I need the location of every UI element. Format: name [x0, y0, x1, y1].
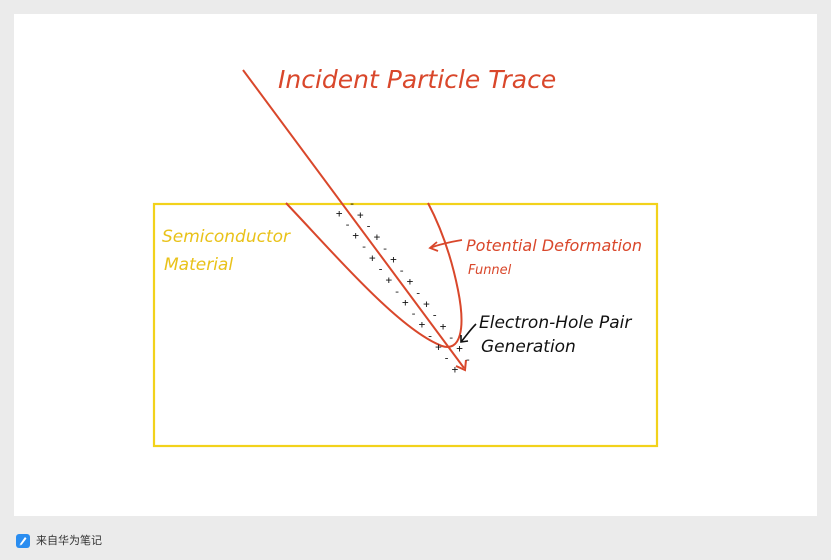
electron-mark: -	[410, 307, 417, 320]
semiconductor-box	[152, 202, 659, 448]
electron-mark: -	[443, 352, 450, 365]
trace-arrowhead	[455, 359, 467, 372]
funnel-curve	[285, 202, 463, 348]
hole-mark: +	[423, 298, 430, 311]
hole-mark: +	[336, 207, 343, 220]
electron-mark: -	[448, 331, 455, 344]
electron-mark: -	[365, 220, 372, 233]
funnel-label-line1: Potential Deformation	[466, 236, 642, 255]
electron-mark: -	[344, 218, 351, 231]
electron-mark: -	[427, 329, 434, 342]
material-label-line1: Semiconductor	[162, 227, 291, 247]
charge-marks: -++--++--++--++--++--++--++--+	[336, 197, 471, 376]
hole-mark: +	[407, 275, 414, 288]
footer-text: 来自华为笔记	[36, 534, 102, 547]
funnel-label-line2: Funnel	[468, 263, 512, 278]
hole-mark: +	[402, 296, 409, 309]
pair-pointer-arrow	[460, 323, 477, 343]
funnel-pointer-arrow	[429, 239, 463, 249]
hole-mark: +	[357, 208, 364, 221]
note-canvas	[14, 14, 817, 516]
hole-mark: +	[374, 231, 381, 244]
hole-mark: +	[440, 320, 447, 333]
electron-mark: -	[377, 263, 384, 276]
pair-pointer-arrowhead	[460, 335, 469, 343]
hole-mark: +	[352, 229, 359, 242]
hole-mark: +	[435, 341, 442, 354]
hole-mark: +	[419, 318, 426, 331]
material-label-line2: Material	[164, 255, 233, 275]
hole-mark: +	[456, 342, 463, 355]
hole-mark: +	[386, 274, 393, 287]
electron-mark: -	[465, 353, 472, 366]
diagram-title: Incident Particle Trace	[278, 65, 556, 94]
funnel-pointer-arrowhead	[428, 241, 439, 252]
huawei-notes-icon	[16, 533, 30, 548]
footer-source: 来自华为笔记	[16, 531, 102, 549]
incident-trace-line	[242, 69, 465, 369]
pair-label-line2: Generation	[481, 337, 576, 357]
electron-mark: -	[349, 197, 356, 210]
hole-mark: +	[369, 251, 376, 264]
electron-mark: -	[398, 264, 405, 277]
electron-mark: -	[415, 286, 422, 299]
electron-mark: -	[394, 285, 401, 298]
hole-mark: +	[452, 363, 459, 376]
electron-mark: -	[431, 309, 438, 322]
hole-mark: +	[390, 253, 397, 266]
electron-mark: -	[361, 240, 368, 253]
pair-label-line1: Electron-Hole Pair	[479, 313, 632, 333]
electron-mark: -	[382, 242, 389, 255]
